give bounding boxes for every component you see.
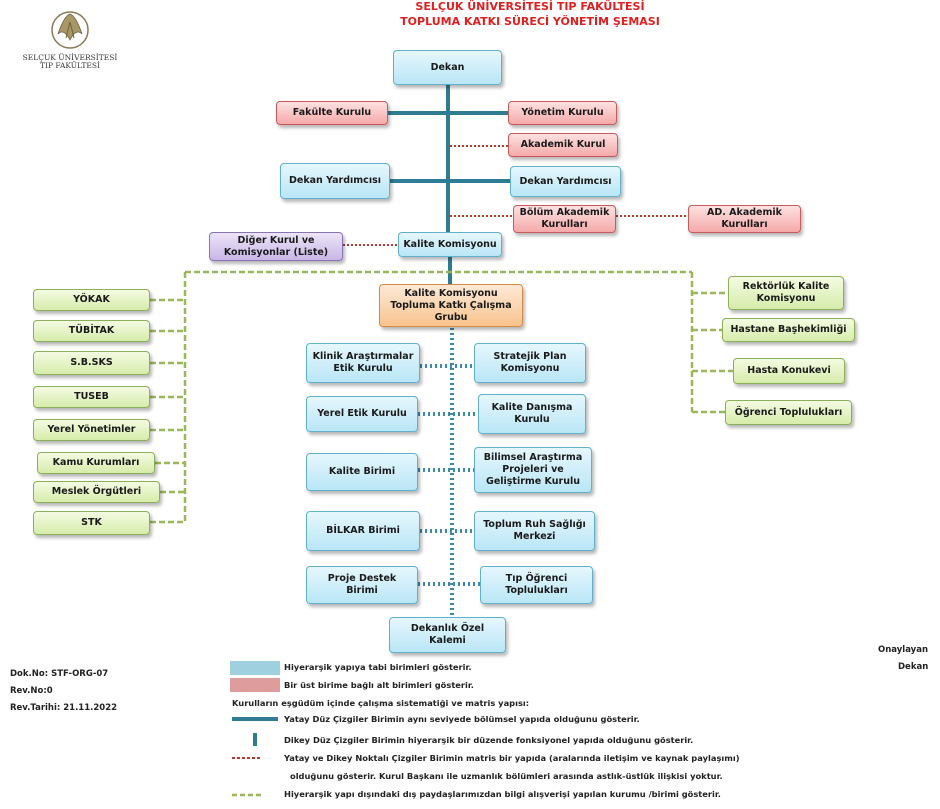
kalite-danisma-box: Kalite Danışma Kurulu	[478, 394, 586, 434]
legend-horizontal-text: Yatay Düz Çizgiler Birimin aynı seviyede…	[284, 714, 640, 724]
university-seal-icon	[51, 11, 89, 49]
title-line-1: SELÇUK ÜNİVERSİTESİ TIP FAKÜLTESİ	[415, 0, 645, 13]
hasta-konukevi-box: Hasta Konukevi	[733, 358, 845, 384]
dekan-yardimcisi-right-box: Dekan Yardımcısı	[510, 166, 621, 197]
legend-intro-text: Kurulların eşgüdüm içinde çalışma sistem…	[232, 698, 530, 708]
meslek-orgutleri-box: Meslek Örgütleri	[33, 481, 160, 503]
bolum-akademik-kurullari-box: Bölüm Akademik Kurulları	[513, 205, 616, 233]
akademik-kurul-box: Akademik Kurul	[508, 133, 618, 157]
legend-blue-swatch	[230, 661, 280, 675]
dekan-yardimcisi-left-box: Dekan Yardımcısı	[280, 163, 390, 199]
approver-label: Onaylayan	[878, 645, 929, 655]
revision-date: Rev.Tarihi: 21.11.2022	[10, 703, 118, 713]
stk-box: STK	[33, 511, 150, 535]
approver-name: Dekan	[898, 662, 929, 672]
fakulte-kurulu-box: Fakülte Kurulu	[276, 101, 388, 125]
kalite-komisyonu-box: Kalite Komisyonu	[398, 232, 502, 257]
klinik-etik-kurulu-box: Klinik Araştırmalar Etik Kurulu	[306, 343, 420, 383]
dekanlik-ozel-kalemi-box: Dekanlık Özel Kalemi	[389, 617, 506, 653]
tuseb-box: TUSEB	[33, 386, 150, 408]
bilkar-birimi-box: BİLKAR Birimi	[306, 511, 420, 551]
bilimsel-arastirma-box: Bilimsel Araştırma Projeleri ve Geliştir…	[474, 447, 592, 493]
yerel-etik-kurulu-box: Yerel Etik Kurulu	[306, 396, 418, 432]
toplum-ruh-sagligi-box: Toplum Ruh Sağlığı Merkezi	[474, 511, 595, 551]
dekan-box: Dekan	[393, 50, 502, 85]
doc-number: Dok.No: STF-ORG-07	[10, 669, 109, 679]
kamu-kurumlari-box: Kamu Kurumları	[37, 452, 155, 474]
logo-text-line-1: SELÇUK ÜNİVERSİTESİ	[22, 53, 118, 62]
kalite-birimi-box: Kalite Birimi	[306, 453, 418, 491]
legend-red-swatch	[230, 678, 280, 692]
legend-red-text: Bir üst birime bağlı alt birimleri göste…	[284, 680, 474, 690]
legend-green-dashed-text: Hiyerarşik yapı dışındaki dış paydaşları…	[284, 789, 721, 799]
legend-red-dotted-text-2: olduğunu gösterir. Kurul Başkanı ile uzm…	[290, 771, 723, 781]
diger-kurul-box: Diğer Kurul ve Komisyonlar (Liste)	[209, 232, 343, 261]
yerel-yonetimler-box: Yerel Yönetimler	[33, 419, 150, 441]
ogrenci-topluluklari-box: Öğrenci Toplulukları	[725, 400, 852, 425]
proje-destek-box: Proje Destek Birimi	[306, 566, 418, 604]
tip-ogrenci-box: Tıp Öğrenci Toplulukları	[480, 566, 593, 604]
yokak-box: YÖKAK	[33, 289, 150, 311]
sbsks-box: S.B.SKS	[33, 351, 150, 375]
hastane-bashekimligi-box: Hastane Başhekimliği	[722, 318, 855, 342]
revision-number: Rev.No:0	[10, 686, 53, 696]
stratejik-plan-box: Stratejik Plan Komisyonu	[474, 343, 586, 383]
legend-blue-text: Hiyerarşik yapıya tabi birimleri gösteri…	[284, 662, 472, 672]
ad-akademik-kurullari-box: AD. Akademik Kurulları	[688, 205, 801, 233]
title-line-2: TOPLUMA KATKI SÜRECİ YÖNETİM ŞEMASI	[400, 15, 660, 28]
logo-text-line-2: TIP FAKÜLTESİ	[40, 61, 100, 70]
legend-red-dotted-text-1: Yatay ve Dikey Noktalı Çizgiler Birimin …	[284, 753, 740, 763]
kalite-grubu-box: Kalite Komisyonu Topluma Katkı Çalışma G…	[379, 284, 523, 327]
yonetim-kurulu-box: Yönetim Kurulu	[508, 101, 617, 125]
rektorluk-kalite-box: Rektörlük Kalite Komisyonu	[728, 276, 844, 310]
legend-vertical-text: Dikey Düz Çizgiler Birimin hiyerarşik bi…	[284, 735, 694, 745]
tubitak-box: TÜBİTAK	[33, 320, 150, 342]
